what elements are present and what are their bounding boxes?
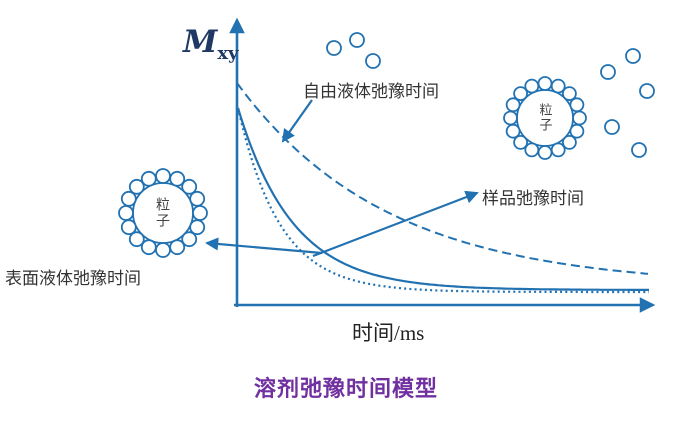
bound-molecule-icon [562, 134, 577, 150]
bound-molecule-icon [169, 239, 186, 256]
molecule-icon [639, 83, 655, 99]
molecule-icon [631, 142, 647, 158]
bound-molecule-icon [513, 86, 528, 101]
particle-label: 粒子 [155, 197, 171, 229]
free-molecules-top [326, 32, 381, 69]
bound-molecule-icon [118, 205, 134, 221]
bound-molecule-icon [128, 231, 145, 248]
molecule-icon [365, 53, 381, 69]
bound-molecule-icon [505, 97, 521, 113]
bound-molecule-icon [120, 219, 137, 236]
surface-liquid-curve [236, 107, 649, 294]
diagram-title: 溶剂弛豫时间模型 [253, 376, 438, 401]
molecule-icon [600, 64, 616, 80]
particle-label: 粒子 [538, 103, 553, 133]
sample-label: 样品弛豫时间 [482, 189, 584, 208]
bound-molecule-icon [524, 142, 540, 158]
bound-molecule-icon [562, 86, 577, 101]
molecule-icon [625, 48, 641, 64]
bound-molecule-icon [537, 76, 553, 91]
x-axis-label: 时间/ms [352, 321, 425, 345]
free-liquid-label: 自由液体弛豫时间 [303, 82, 439, 101]
bound-molecule-icon [128, 178, 145, 195]
bound-molecule-icon [189, 219, 206, 236]
y-axis-label: Mxy [183, 24, 239, 63]
free-liquid-arrow [281, 99, 313, 143]
bound-molecule-icon [572, 110, 587, 126]
free-molecules-right [600, 48, 655, 158]
bound-molecule-icon [503, 110, 518, 126]
molecule-icon [349, 32, 365, 48]
bound-molecule-icon [140, 170, 157, 187]
bound-molecule-icon [513, 134, 528, 150]
bound-molecule-icon [505, 123, 521, 139]
sample-arrow [312, 190, 479, 258]
bound-molecule-icon [140, 239, 157, 256]
bound-molecule-icon [569, 123, 585, 139]
bound-molecule-icon [189, 190, 206, 207]
particle-with-free-liquid [503, 76, 587, 160]
bound-molecule-icon [192, 205, 208, 221]
sample-curve [236, 107, 649, 291]
y-axis-label-sub: xy [217, 43, 239, 65]
bound-molecule-icon [569, 97, 585, 113]
surface-liquid-label: 表面液体弛豫时间 [5, 269, 141, 288]
bound-molecule-icon [155, 168, 171, 184]
bound-molecule-icon [120, 190, 137, 207]
y-axis-label-main: M [183, 24, 218, 60]
free-liquid-curve [236, 82, 649, 275]
molecule-icon [604, 119, 620, 135]
bound-molecule-icon [181, 231, 198, 248]
bound-molecule-icon [155, 242, 171, 258]
surface-liquid-arrow [205, 237, 323, 255]
bound-molecule-icon [524, 78, 540, 94]
molecule-icon [326, 40, 342, 56]
particle-with-bound-liquid [118, 168, 208, 258]
bound-molecule-icon [550, 142, 566, 158]
bound-molecule-icon [550, 78, 566, 94]
bound-molecule-icon [169, 170, 186, 187]
bound-molecule-icon [181, 178, 198, 195]
bound-molecule-icon [537, 145, 553, 160]
